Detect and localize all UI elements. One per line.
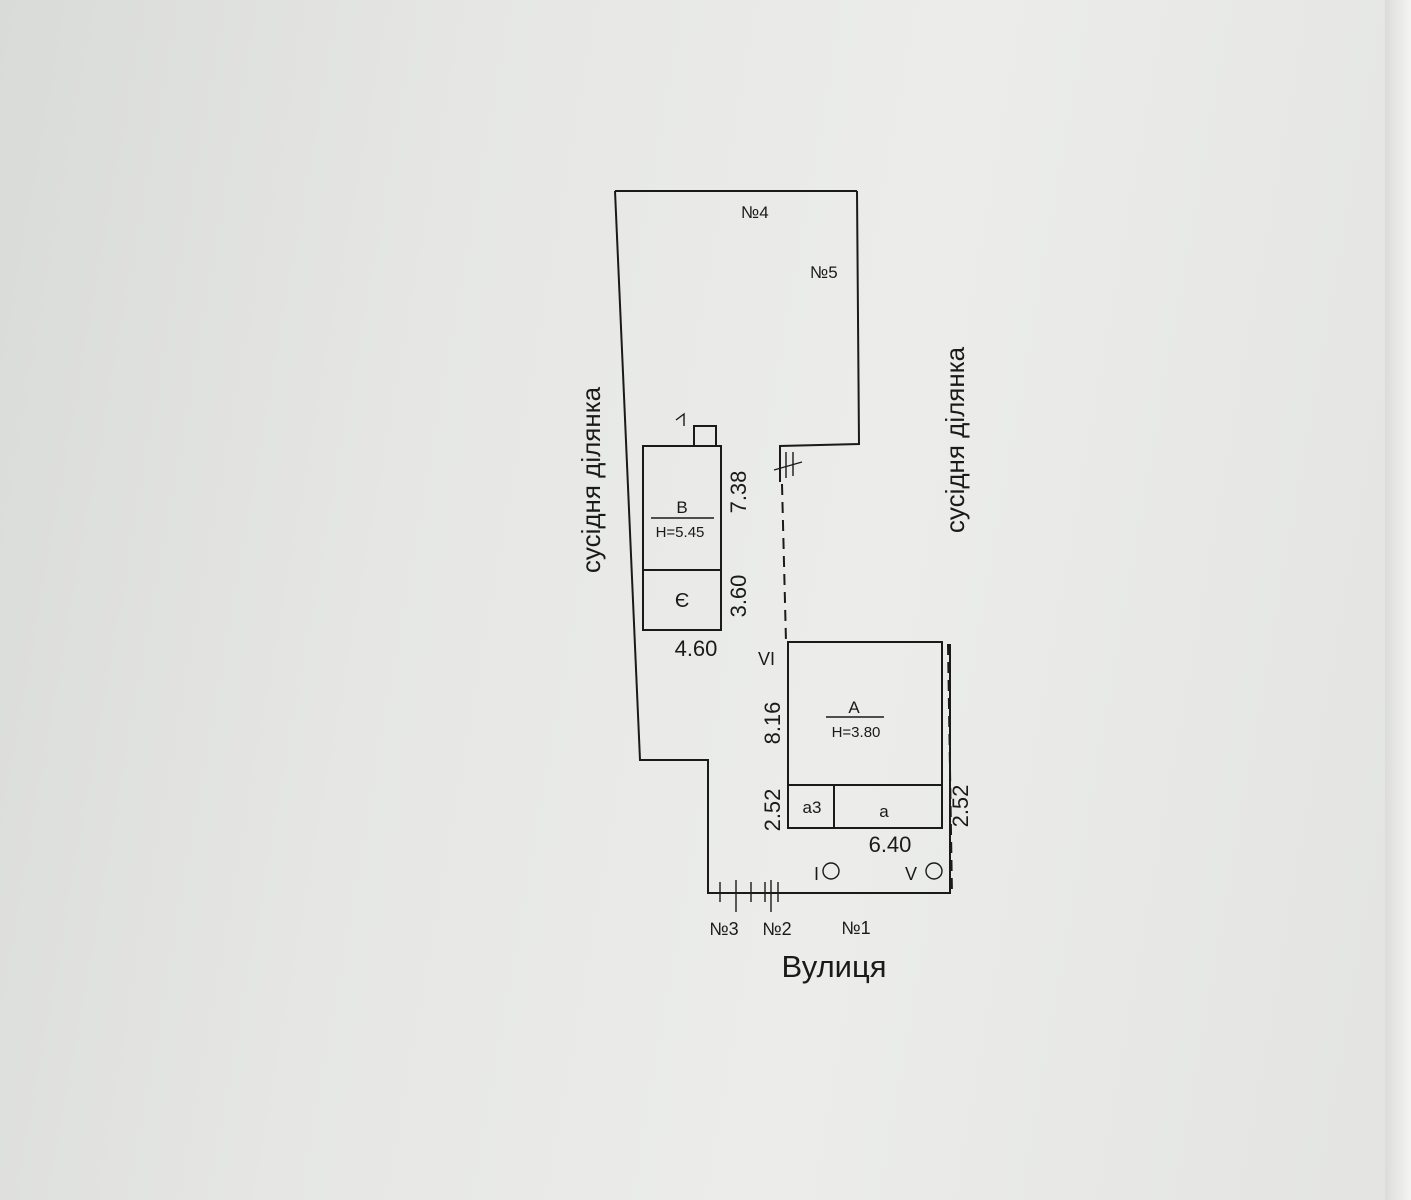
dim-b-width: 4.60 xyxy=(675,636,718,661)
fence-ticks-street xyxy=(719,880,779,912)
boundary-dashed-fence xyxy=(781,483,787,643)
dim-a-length: 8.16 xyxy=(760,702,785,745)
plot-no4-label: №4 xyxy=(741,203,769,222)
point-no2-label: №2 xyxy=(762,919,791,939)
room-a3-label: а3 xyxy=(803,798,822,817)
building-b xyxy=(642,445,722,631)
dim-a-ext-right: 2.52 xyxy=(948,785,973,828)
fence-ticks-top xyxy=(773,452,803,478)
building-b-height: Н=5.45 xyxy=(656,524,705,541)
plot-boundary xyxy=(614,190,951,894)
building-a-height: Н=3.80 xyxy=(832,724,881,741)
plot-no5-label: №5 xyxy=(810,263,838,282)
neighbor-right-label: сусідня ділянка xyxy=(940,346,970,533)
gate-i-circle xyxy=(822,862,840,880)
building-b-letter: В xyxy=(676,498,687,517)
fence-vi-label: VI xyxy=(758,649,775,669)
paper-edge xyxy=(1385,0,1411,1200)
dim-a-width: 6.40 xyxy=(869,832,912,857)
building-ye-letter: Є xyxy=(675,590,689,612)
point-no1-label: №1 xyxy=(841,918,870,938)
point-no3-label: №3 xyxy=(709,919,738,939)
dim-ye-length: 3.60 xyxy=(726,575,751,618)
building-a-letter: А xyxy=(848,698,860,717)
neighbor-left-label: сусідня ділянка xyxy=(576,386,606,573)
building-g-outline xyxy=(693,425,717,446)
boundary-right-dashed xyxy=(947,643,953,896)
room-a-label: а xyxy=(879,802,889,821)
gate-v-label: V xyxy=(905,864,917,884)
dim-a-ext-left: 2.52 xyxy=(760,789,785,832)
gate-v-circle xyxy=(925,862,943,880)
dim-b-length: 7.38 xyxy=(726,471,751,514)
building-g-marker xyxy=(675,412,685,426)
street-label: Вулиця xyxy=(781,949,886,984)
building-a xyxy=(787,641,943,829)
gate-i-label: I xyxy=(814,864,819,884)
